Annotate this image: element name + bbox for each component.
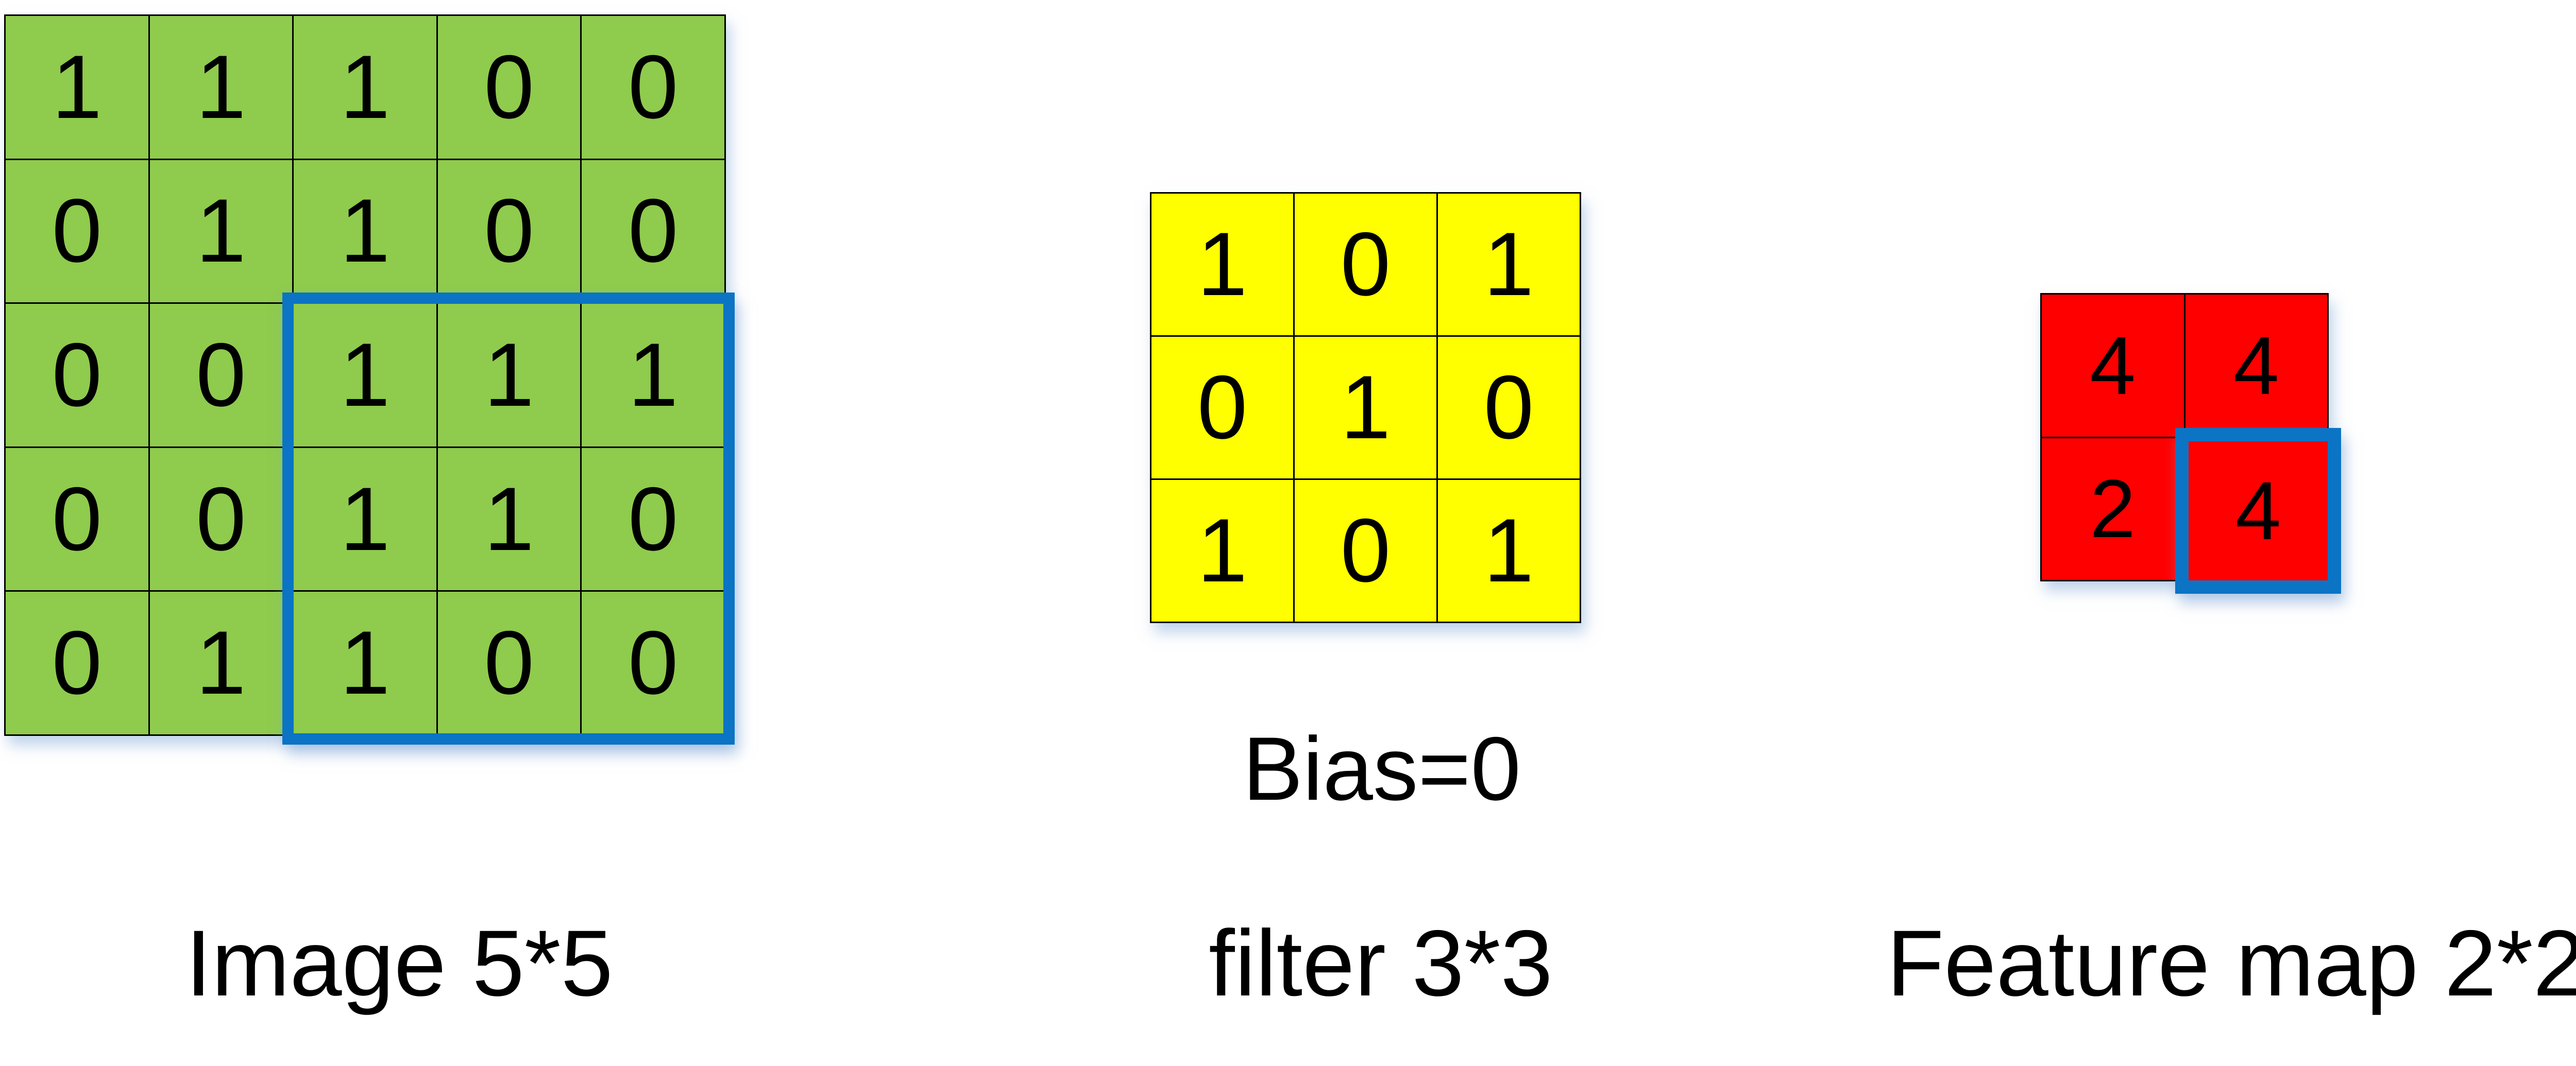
- grid-cell: 1: [1295, 337, 1436, 478]
- grid-cell: 0: [1151, 337, 1293, 478]
- grid-cell: 1: [437, 448, 581, 591]
- grid-cell: 2: [2042, 438, 2184, 580]
- grid-cell: 1: [294, 304, 436, 446]
- grid-cell: 1: [6, 16, 148, 159]
- grid-cell: 0: [1438, 337, 1580, 478]
- grid-cell: 1: [437, 304, 581, 446]
- grid-cell: 0: [1295, 194, 1436, 335]
- grid-cell: 4: [2185, 295, 2327, 437]
- grid-cell: 1: [294, 592, 436, 734]
- grid-cell: 4: [2042, 295, 2184, 437]
- grid-cell: 0: [1295, 480, 1436, 622]
- grid-cell: 0: [149, 448, 293, 591]
- grid-cell: 1: [149, 160, 293, 303]
- bias-label: Bias=0: [1243, 719, 1521, 819]
- grid-cell: 1: [1151, 480, 1293, 622]
- grid-cell: 1: [294, 448, 436, 591]
- grid-cell: 0: [6, 304, 148, 446]
- grid-cell: 0: [582, 160, 724, 303]
- grid-cell: 0: [437, 592, 581, 734]
- grid-cell: 0: [437, 16, 581, 159]
- grid-cell: 1: [149, 16, 293, 159]
- feature-map-caption: Feature map 2*2: [1887, 910, 2576, 1016]
- grid-cell: 0: [6, 160, 148, 303]
- grid-cell: 0: [437, 160, 581, 303]
- grid-cell: 1: [294, 16, 436, 159]
- image-window-highlight-box: [282, 293, 735, 745]
- grid-cell: 1: [582, 304, 724, 446]
- grid-cell: 1: [1438, 480, 1580, 622]
- grid-cell: 0: [582, 16, 724, 159]
- grid-cell: 0: [6, 448, 148, 591]
- grid-cell: 1: [1438, 194, 1580, 335]
- grid-cell: 0: [582, 448, 724, 591]
- grid-cell: 1: [149, 592, 293, 734]
- feature-map-highlight-box: 4: [2175, 428, 2341, 594]
- grid-cell: 0: [6, 592, 148, 734]
- grid-cell: 1: [294, 160, 436, 303]
- grid-cell: 0: [149, 304, 293, 446]
- grid-cell: 0: [582, 592, 724, 734]
- grid-cell: 1: [1151, 194, 1293, 335]
- filter-grid-caption: filter 3*3: [1209, 910, 1553, 1016]
- image-grid-caption: Image 5*5: [185, 910, 613, 1016]
- feature-map-highlight-value: 4: [2235, 465, 2281, 557]
